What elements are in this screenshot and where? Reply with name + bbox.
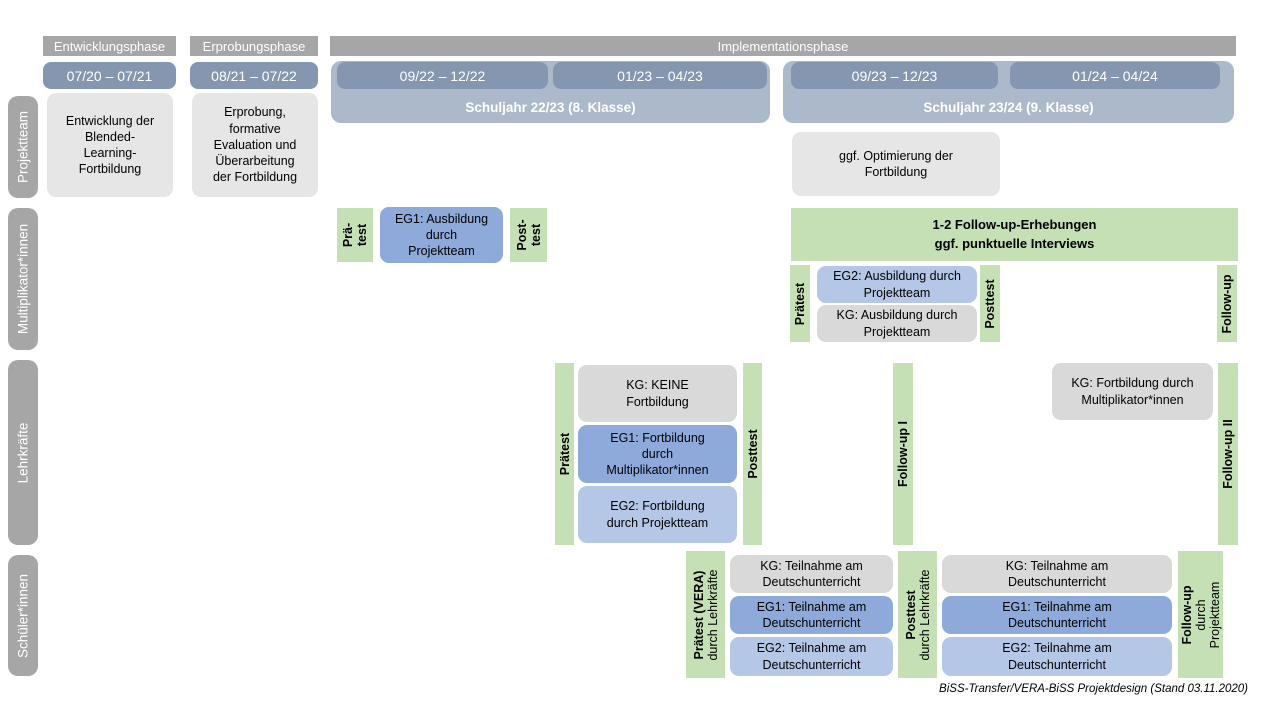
- posttest-schueler-line1: Posttest: [903, 589, 918, 640]
- followup2-lehrkraefte-text: Follow-up II: [1221, 419, 1235, 489]
- row-label-schuelerinnen-text: Schüler*innen: [15, 573, 31, 658]
- kg-keine-fortbildung-box: KG: KEINE Fortbildung: [578, 365, 737, 422]
- posttest-bar-multiplikatoren-sj2324: Posttest: [980, 265, 1000, 342]
- followup-schueler-line1: Follow-up: [1179, 584, 1194, 645]
- row-label-multiplikatorinnen: Multiplikator*innen: [8, 208, 38, 350]
- optimierung-fortbildung-box: ggf. Optimierung der Fortbildung: [792, 132, 1000, 196]
- eg1-teilnahme-box-1: EG1: Teilnahme am Deutschunterricht: [730, 596, 893, 634]
- period-bar-0821-0722: 08/21 – 07/22: [190, 62, 318, 89]
- followup-multiplikatoren-text: Follow-up: [1220, 273, 1234, 334]
- kg-teilnahme-box-1: KG: Teilnahme am Deutschunterricht: [730, 555, 893, 593]
- praetest-sj2324-text: Prätest: [793, 282, 807, 325]
- kg-ausbildung-projektteam-box: KG: Ausbildung durch Projektteam: [817, 305, 977, 342]
- followup2-bar-lehrkraefte: Follow-up II: [1218, 363, 1238, 545]
- praetest-vera-bar: Prätest (VERA) durch Lehrkräfte: [686, 551, 725, 678]
- row-label-multiplikatorinnen-text: Multiplikator*innen: [15, 223, 31, 335]
- praetest-vera-line1: Prätest (VERA): [691, 570, 706, 659]
- eg2-teilnahme-box-2: EG2: Teilnahme am Deutschunterricht: [942, 637, 1172, 676]
- posttest-lehrkraefte-bar-schueler: Posttest durch Lehrkräfte: [898, 551, 937, 678]
- praetest-bar-multiplikatoren-sj2223: Prä- test: [337, 208, 373, 262]
- posttest-bar-lehrkraefte: Posttest: [743, 363, 762, 545]
- phase-bar-erprobungsphase: Erprobungsphase: [190, 36, 318, 56]
- praetest-lehrkraefte-text: Prätest: [557, 432, 572, 476]
- period-bar-0123-0423: 01/23 – 04/23: [553, 62, 767, 89]
- praetest-line2: test: [355, 223, 369, 247]
- followup1-bar-lehrkraefte: Follow-up I: [893, 363, 913, 545]
- followup-schueler-line2: durch: [1193, 598, 1208, 631]
- period-bar-0124-0424: 01/24 – 04/24: [1010, 62, 1220, 89]
- posttest-line2: test: [528, 223, 543, 247]
- eg1-ausbildung-projektteam-box: EG1: Ausbildung durch Projektteam: [380, 207, 503, 263]
- praetest-line1: Prä-: [341, 222, 355, 248]
- period-bar-0922-1222: 09/22 – 12/22: [337, 62, 548, 89]
- posttest-sj2324-text: Posttest: [983, 278, 997, 329]
- phase-bar-implementationsphase: Implementationsphase: [330, 36, 1236, 56]
- praetest-bar-lehrkraefte: Prätest: [555, 363, 574, 545]
- period-bar-0720-0721: 07/20 – 07/21: [43, 62, 176, 89]
- posttest-line1: Post-: [514, 219, 529, 251]
- erprobung-evaluation-box: Erprobung, formative Evaluation und Über…: [192, 93, 318, 197]
- entwicklung-fortbildung-box: Entwicklung der Blended- Learning- Fortb…: [47, 93, 173, 197]
- row-label-lehrkraefte: Lehrkräfte: [8, 360, 38, 545]
- row-label-lehrkraefte-text: Lehrkräfte: [15, 422, 31, 483]
- followup-projektteam-bar: Follow-up durch Projektteam: [1178, 551, 1223, 678]
- followup-schueler-line3: Projektteam: [1207, 581, 1222, 648]
- eg2-ausbildung-projektteam-box: EG2: Ausbildung durch Projektteam: [817, 266, 977, 303]
- followup1-lehrkraefte-text: Follow-up I: [896, 421, 910, 487]
- posttest-schueler-line2: durch Lehrkräfte: [917, 568, 932, 661]
- row-label-schuelerinnen: Schüler*innen: [8, 555, 38, 676]
- eg2-fortbildung-projektteam-box: EG2: Fortbildung durch Projektteam: [578, 486, 737, 543]
- footer-caption: BiSS-Transfer/VERA-BiSS Projektdesign (S…: [939, 683, 1248, 695]
- posttest-lehrkraefte-text: Posttest: [745, 429, 760, 479]
- followup-erhebungen-box: 1-2 Follow-up-Erhebungen ggf. punktuelle…: [791, 208, 1238, 261]
- row-label-projektteam-text: Projektteam: [15, 110, 31, 184]
- followup-erhebungen-line1: 1-2 Follow-up-Erhebungen: [932, 217, 1097, 233]
- praetest-vera-line2: durch Lehrkräfte: [705, 568, 720, 661]
- schuljahr-23-24-label: Schuljahr 23/24 (9. Klasse): [923, 100, 1094, 115]
- posttest-bar-multiplikatoren-sj2223: Post- test: [510, 208, 547, 262]
- praetest-bar-multiplikatoren-sj2324: Prätest: [790, 265, 810, 342]
- kg-teilnahme-box-2: KG: Teilnahme am Deutschunterricht: [942, 555, 1172, 593]
- kg-fortbildung-multiplikatoren-box: KG: Fortbildung durch Multiplikator*inne…: [1052, 363, 1213, 420]
- eg2-teilnahme-box-1: EG2: Teilnahme am Deutschunterricht: [730, 637, 893, 676]
- followup-erhebungen-line2: ggf. punktuelle Interviews: [934, 235, 1095, 251]
- eg1-fortbildung-multiplikatoren-box: EG1: Fortbildung durch Multiplikator*inn…: [578, 425, 737, 483]
- schuljahr-22-23-label: Schuljahr 22/23 (8. Klasse): [465, 100, 636, 115]
- period-bar-0923-1223: 09/23 – 12/23: [791, 62, 998, 89]
- phase-bar-entwicklungsphase: Entwicklungsphase: [43, 36, 176, 56]
- eg1-teilnahme-box-2: EG1: Teilnahme am Deutschunterricht: [942, 596, 1172, 634]
- followup-bar-multiplikatoren: Follow-up: [1217, 265, 1237, 342]
- row-label-projektteam: Projektteam: [8, 96, 38, 198]
